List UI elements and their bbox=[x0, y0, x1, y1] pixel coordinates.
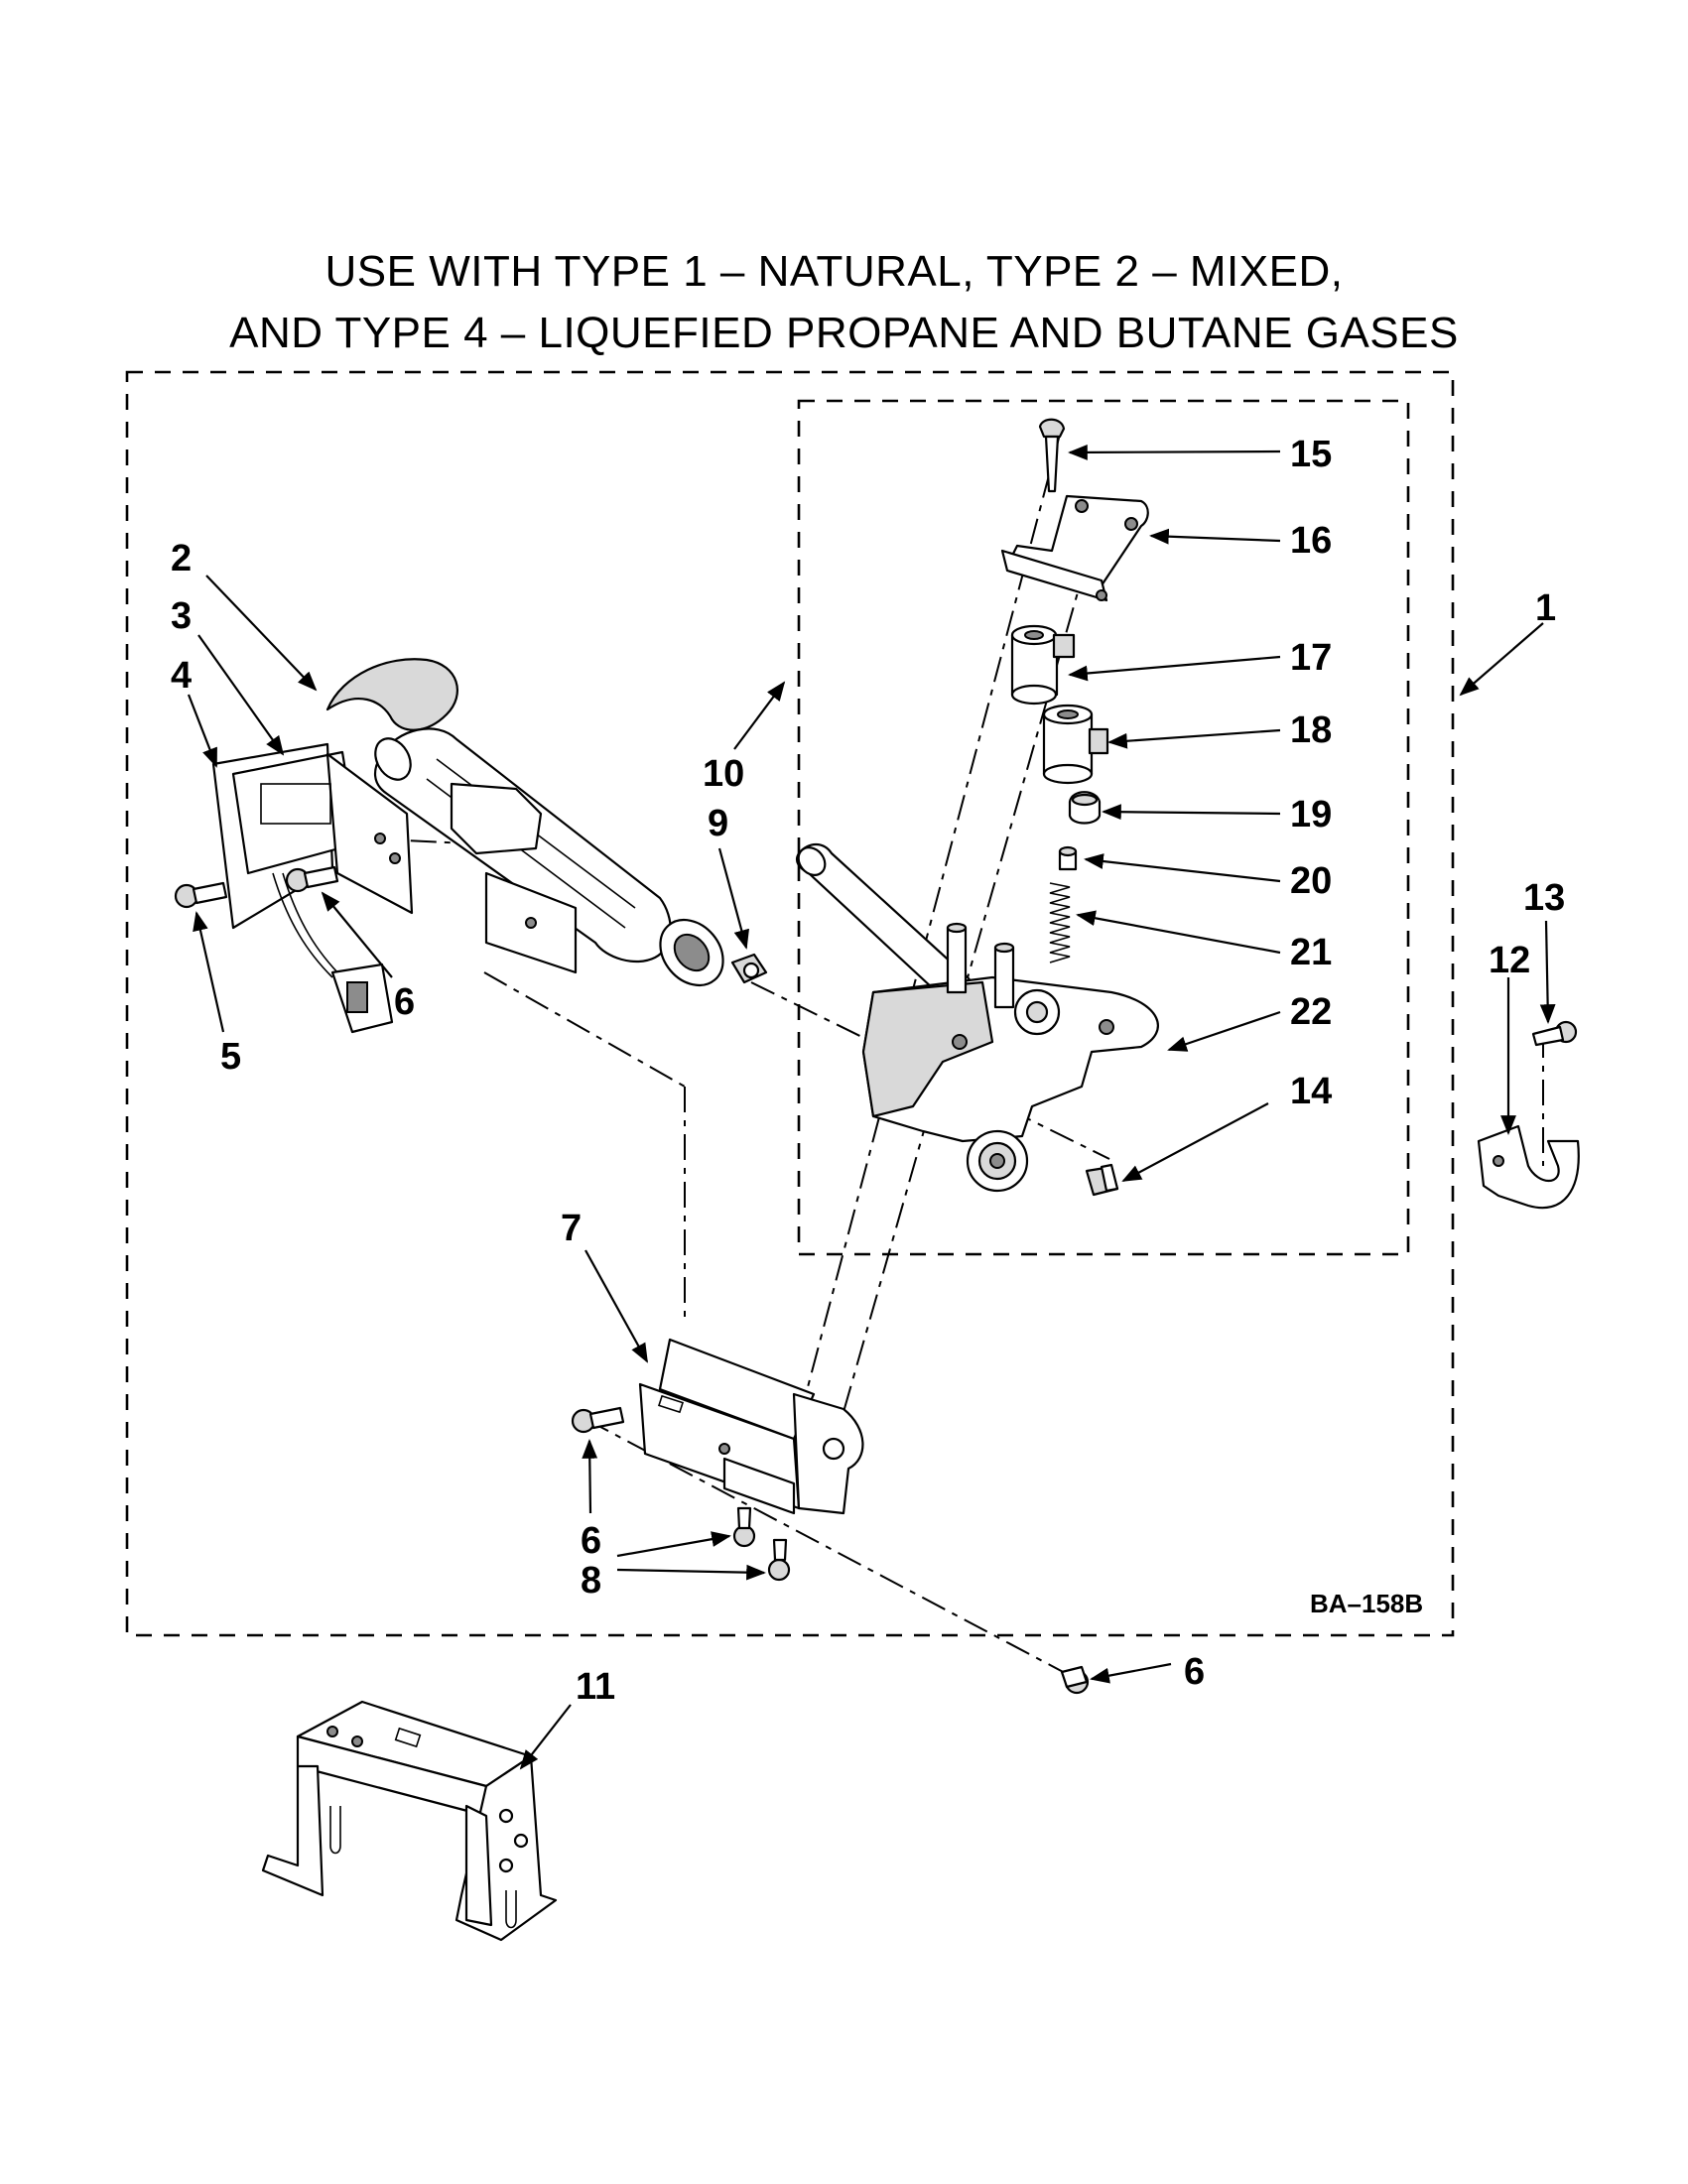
callout-5: 5 bbox=[220, 1036, 241, 1078]
clamp-part-12 bbox=[1477, 1124, 1580, 1210]
callout-14: 14 bbox=[1290, 1071, 1332, 1112]
screw-part-6-bracket bbox=[571, 1406, 625, 1434]
burner-tube-part-2 bbox=[325, 658, 724, 987]
callout-19: 19 bbox=[1290, 794, 1332, 835]
plunger-part-20 bbox=[1058, 845, 1078, 871]
coil-bracket-part-16 bbox=[1000, 494, 1149, 602]
assembly-boundary-box bbox=[125, 370, 1455, 1637]
orifice-part-9 bbox=[730, 953, 768, 984]
coil-part-17 bbox=[1010, 624, 1076, 706]
callout-10: 10 bbox=[703, 753, 744, 795]
callout-8: 8 bbox=[581, 1560, 601, 1602]
callout-17: 17 bbox=[1290, 637, 1332, 679]
coil-part-18 bbox=[1042, 704, 1109, 785]
screw-part-6-lower bbox=[1060, 1665, 1090, 1695]
screw-part-8-b bbox=[767, 1538, 791, 1582]
callout-3: 3 bbox=[171, 595, 192, 637]
screw-part-6-left bbox=[285, 865, 339, 893]
callout-6-bracket: 6 bbox=[581, 1520, 601, 1562]
callout-9: 9 bbox=[708, 803, 728, 844]
callout-6-igniter: 6 bbox=[394, 981, 415, 1023]
callout-2: 2 bbox=[171, 538, 192, 579]
callout-16: 16 bbox=[1290, 520, 1332, 562]
gas-valve-part-22 bbox=[795, 842, 1159, 1193]
valve-bracket-part-7 bbox=[638, 1338, 864, 1515]
callout-6-lower: 6 bbox=[1184, 1651, 1205, 1693]
callout-1: 1 bbox=[1535, 587, 1556, 629]
diagram-title-line-2: AND TYPE 4 – LIQUEFIED PROPANE AND BUTAN… bbox=[229, 309, 1459, 357]
screw-part-13 bbox=[1531, 1020, 1578, 1047]
mounting-bracket-part-11 bbox=[261, 1700, 558, 1942]
valve-subassembly-box bbox=[797, 399, 1410, 1256]
callout-22: 22 bbox=[1290, 991, 1332, 1033]
screw-part-8-a bbox=[732, 1506, 756, 1548]
callout-13: 13 bbox=[1523, 877, 1565, 919]
callout-7: 7 bbox=[561, 1208, 582, 1249]
diagram-code: BA–158B bbox=[1310, 1589, 1423, 1618]
screw-part-15 bbox=[1038, 418, 1066, 493]
callout-labels: 1 2 3 4 5 6 6 6 7 8 9 10 11 12 13 14 15 … bbox=[171, 434, 1565, 1708]
diagram-title-line-1: USE WITH TYPE 1 – NATURAL, TYPE 2 – MIXE… bbox=[325, 247, 1344, 296]
callout-18: 18 bbox=[1290, 709, 1332, 751]
cap-part-19 bbox=[1068, 791, 1102, 825]
leader-lines bbox=[187, 444, 1556, 1770]
callout-12: 12 bbox=[1489, 940, 1530, 981]
callout-21: 21 bbox=[1290, 932, 1332, 973]
callout-20: 20 bbox=[1290, 860, 1332, 902]
screw-part-5 bbox=[174, 881, 228, 909]
spring-part-21 bbox=[1049, 882, 1071, 964]
connector-part-14 bbox=[1085, 1163, 1119, 1197]
callout-11: 11 bbox=[576, 1666, 615, 1708]
callout-15: 15 bbox=[1290, 434, 1332, 475]
callout-4: 4 bbox=[171, 655, 192, 697]
